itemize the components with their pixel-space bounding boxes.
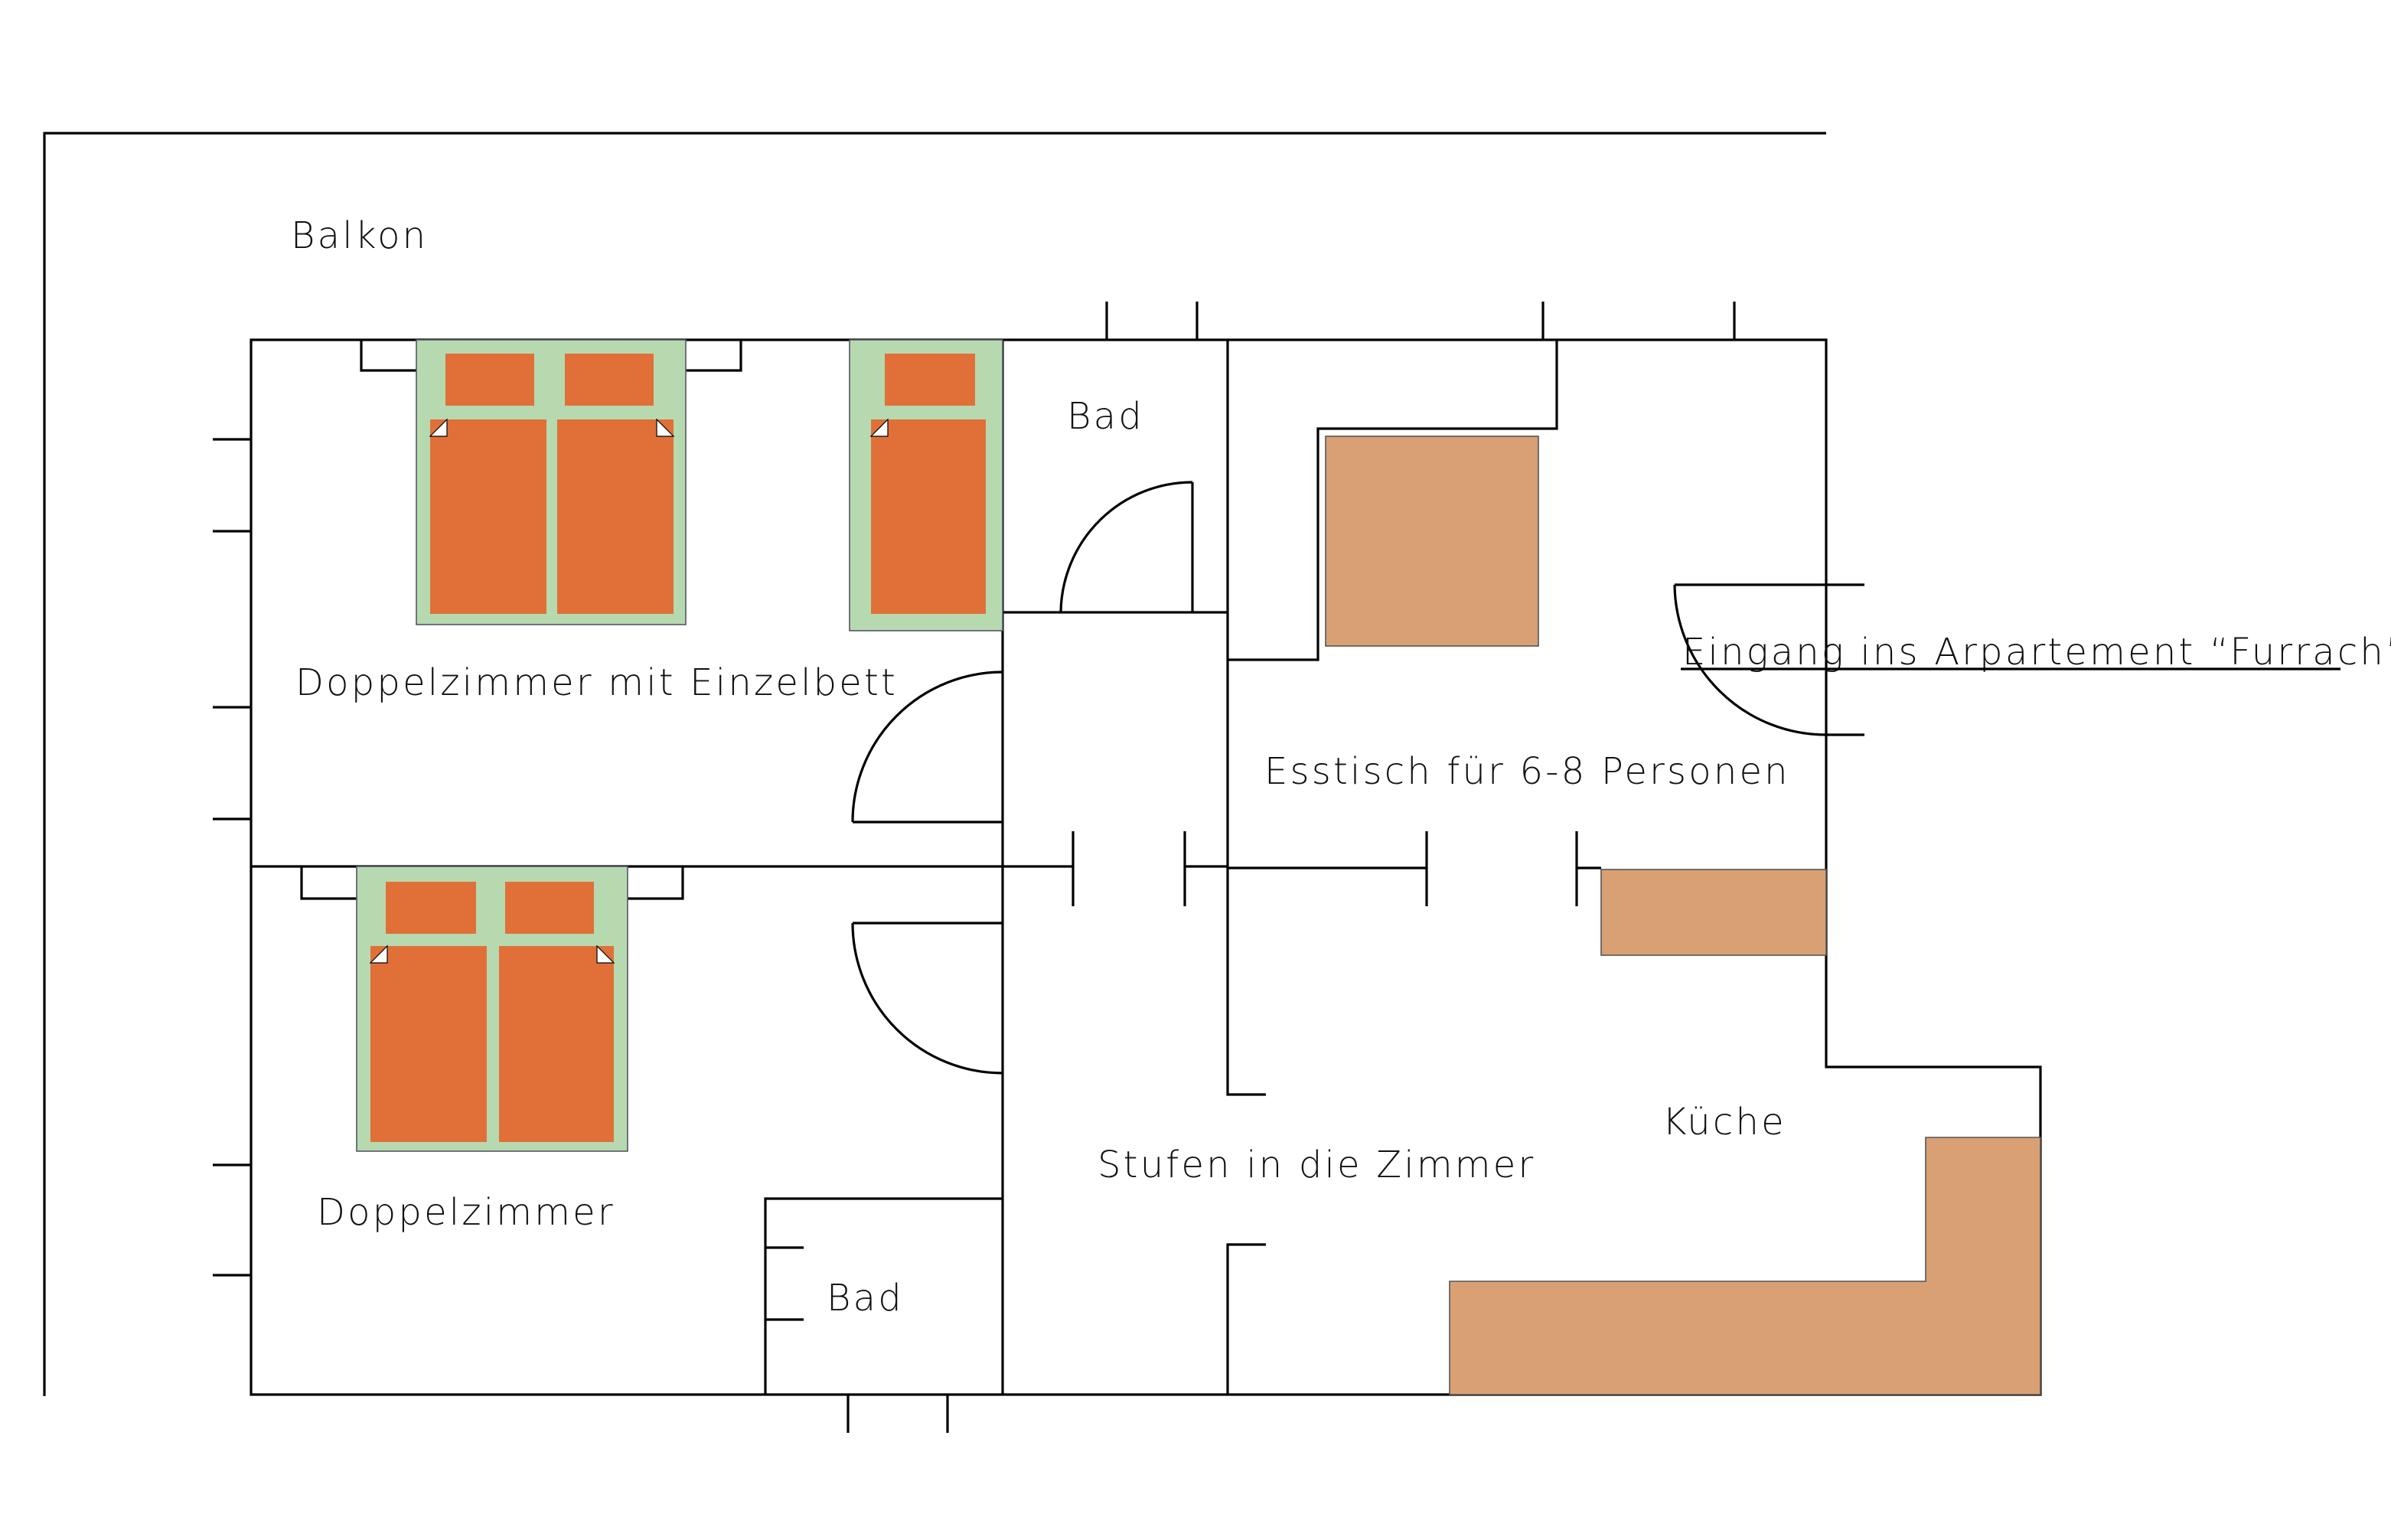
label-dining: Esstisch für 6-8 Personen [1264, 750, 1790, 793]
label-room-double-single: Doppelzimmer mit Einzelbett [295, 661, 898, 704]
label-bathroom-bottom: Bad [827, 1277, 904, 1320]
double-bed-1 [416, 339, 687, 625]
kitchen-counter-l [1449, 1137, 2041, 1395]
single-bed [849, 339, 1003, 631]
label-entrance: Eingang ins Arpartement “Furrach” [1682, 631, 2391, 674]
double-bed-2 [356, 866, 628, 1152]
door-entrance [1673, 583, 1864, 736]
door-room-1 [851, 670, 1003, 824]
door-bathroom-top [1059, 481, 1194, 613]
label-balcony: Balkon [291, 214, 428, 257]
dining-table [1325, 436, 1539, 647]
label-bathroom-top: Bad [1067, 395, 1144, 438]
label-room-double: Doppelzimmer [317, 1191, 615, 1234]
label-kitchen: Küche [1662, 1101, 1786, 1144]
doors [851, 481, 1864, 1075]
kitchen-counter-small [1600, 869, 1827, 956]
label-steps: Stufen in die Zimmer [1098, 1144, 1535, 1186]
door-room-2 [851, 922, 1003, 1075]
